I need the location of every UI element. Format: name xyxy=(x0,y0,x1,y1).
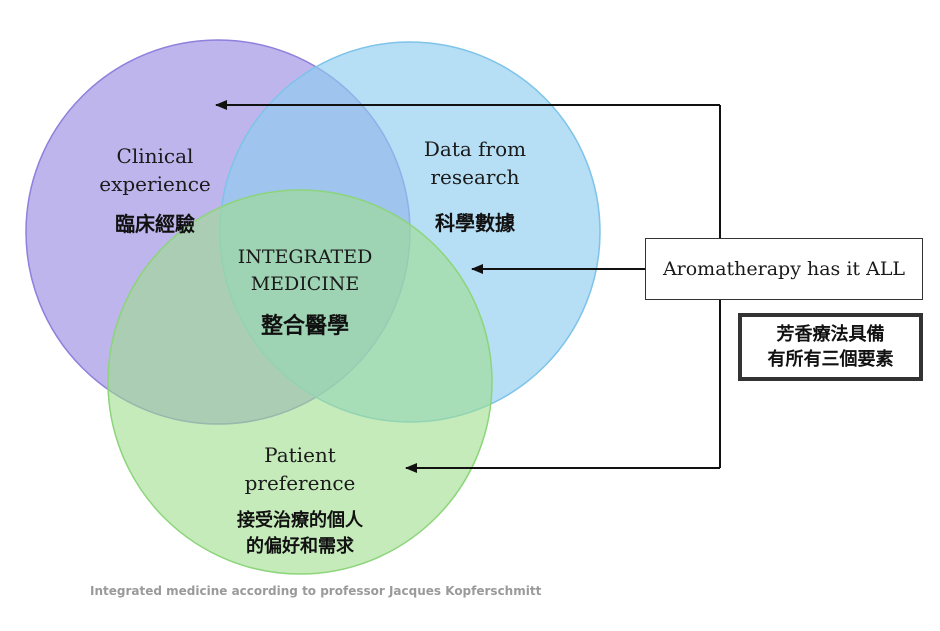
figure-caption: Integrated medicine according to profess… xyxy=(90,584,542,598)
patient-label: Patient preference xyxy=(210,441,390,497)
aromatherapy-zh-box: 芳香療法具備 有所有三個要素 xyxy=(738,313,923,381)
center-label-line1: INTEGRATED xyxy=(237,246,373,268)
research-label-line2: research xyxy=(430,165,520,189)
patient-label-zh: 接受治療的個人 的偏好和需求 xyxy=(205,508,395,560)
aromatherapy-zh-line2: 有所有三個要素 xyxy=(767,349,894,370)
aromatherapy-box: Aromatherapy has it ALL xyxy=(645,238,923,300)
center-label-zh: 整合醫學 xyxy=(260,314,349,339)
research-label-zh: 科學數據 xyxy=(435,211,515,235)
center-label: INTEGRATED MEDICINE xyxy=(215,244,395,298)
center-label-line2: MEDICINE xyxy=(250,273,360,295)
patient-label-zh-line2: 的偏好和需求 xyxy=(246,536,354,557)
aromatherapy-zh-line1: 芳香療法具備 xyxy=(776,324,885,345)
clinical-label-line2: experience xyxy=(99,172,211,196)
clinical-label-zh: 臨床經驗 xyxy=(115,212,195,236)
patient-label-line1: Patient xyxy=(264,443,336,467)
patient-label-zh-line1: 接受治療的個人 xyxy=(237,510,363,531)
clinical-label: Clinical experience xyxy=(70,142,240,198)
research-label-line1: Data from xyxy=(423,137,527,161)
research-label: Data from research xyxy=(400,135,550,191)
clinical-label-line1: Clinical xyxy=(116,144,194,168)
patient-label-line2: preference xyxy=(244,471,356,495)
patient-preference-circle xyxy=(107,189,493,575)
